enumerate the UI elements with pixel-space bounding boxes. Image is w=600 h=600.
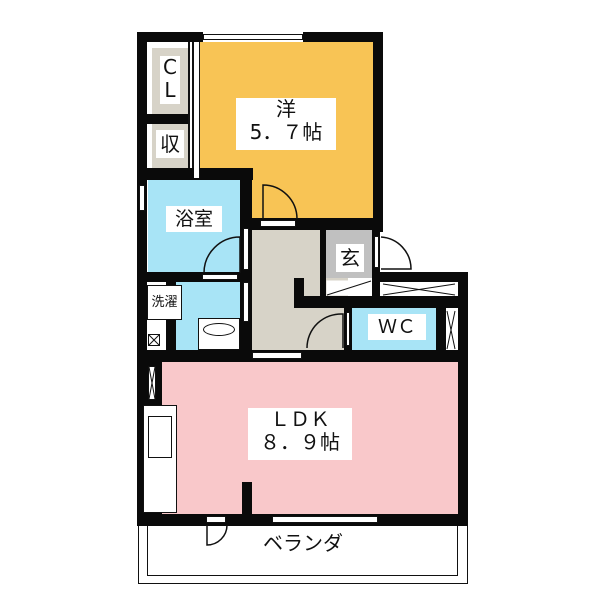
wall-stub [294, 278, 304, 300]
ldk-size: ８．９帖 [260, 430, 340, 454]
closet-door-strip [194, 42, 200, 178]
wall-ext-top [380, 272, 468, 282]
wall-genkan-left [320, 230, 326, 296]
wc-label: ＷＣ [368, 314, 426, 340]
veranda-label: ベランダ [263, 531, 343, 555]
laundry-label: 洗濯 [149, 294, 180, 312]
veranda-outer [138, 514, 468, 584]
door-swing-genkan [380, 236, 412, 270]
door-swing-veranda [206, 524, 228, 546]
wall-ldk-post [242, 482, 252, 516]
window-western-top [203, 34, 303, 40]
ldk-label: ＬＤＫ ８．９帖 [248, 408, 352, 460]
wall-closet-right [188, 42, 194, 178]
wall-closet-divider [137, 114, 197, 124]
wall-hall-step [294, 296, 466, 308]
window-washroom [243, 282, 249, 322]
shaft-icon-laundry [148, 334, 160, 346]
genkan-label: 玄 [336, 244, 364, 272]
closet-label-l: L [164, 78, 176, 102]
door-frame-western [260, 220, 296, 227]
window-bath-left [139, 185, 145, 211]
wall-right-outer [458, 272, 468, 526]
wall-right-western [373, 32, 383, 232]
wall-top-right [303, 32, 383, 42]
wall-bath-bottom [137, 272, 252, 282]
door-frame-bath [202, 274, 238, 280]
shaft-icon-wc [446, 310, 456, 350]
ldk-name: ＬＤＫ [270, 407, 330, 431]
shaft-icon-ext [382, 283, 456, 296]
door-swing-bath [203, 236, 241, 274]
window-ldk-bottom [272, 516, 378, 523]
window-hall [243, 228, 249, 270]
washbasin-bowl [203, 323, 235, 336]
western-room-size: 5．７帖 [249, 120, 323, 144]
door-frame-veranda [206, 516, 226, 523]
closet-label-c: C [163, 55, 177, 79]
wall-top-left [137, 32, 203, 42]
wall-ldk-top [137, 350, 468, 362]
door-swing-wc [306, 313, 344, 349]
western-room-name: 洋 [276, 97, 296, 121]
bath-label: 浴室 [166, 206, 222, 232]
door-frame-hall [252, 352, 302, 359]
door-frame-wc [346, 312, 350, 346]
western-room-label: 洋 5．７帖 [236, 98, 336, 150]
shaft-icon-genkan [326, 280, 372, 296]
kitchen-sink [148, 416, 172, 458]
door-frame-genkan [374, 236, 379, 268]
closet-label: C L [160, 56, 180, 104]
door-swing-western [262, 184, 298, 220]
veranda-inner [147, 514, 458, 576]
shaft-icon-ldk [148, 366, 156, 400]
wall-wc-right [436, 308, 446, 352]
storage-label: 収 [156, 130, 184, 158]
